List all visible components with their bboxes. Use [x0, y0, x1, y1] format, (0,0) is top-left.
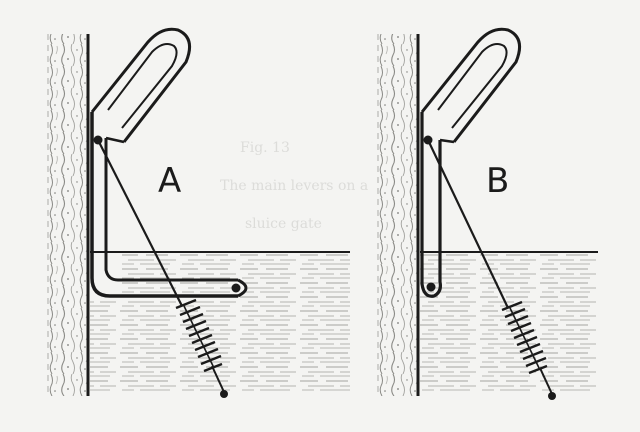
svg-text:sluice gate: sluice gate [245, 216, 322, 232]
wooden-post-a [47, 34, 90, 396]
panel-a: A [47, 27, 350, 398]
foot-pin-a [231, 283, 241, 293]
foot-pin-b [426, 282, 436, 292]
svg-text:Fig. 13: Fig. 13 [240, 140, 290, 156]
spring-end-b [548, 392, 556, 400]
print-through-text: Fig. 13 The main levers on a sluice gate [220, 140, 368, 232]
spring-rod-b [427, 139, 553, 395]
svg-text:The main levers on a: The main levers on a [220, 178, 368, 194]
panel-label-b: B [486, 161, 509, 201]
wooden-post-b [377, 34, 420, 396]
spring-end-a [220, 390, 228, 398]
lever-bracket-b [420, 27, 522, 298]
panel-label-a: A [158, 161, 181, 201]
panel-b: B [377, 27, 598, 400]
water-a [90, 251, 350, 394]
spring-rod-a [97, 139, 225, 393]
lever-bracket-a [90, 27, 248, 298]
